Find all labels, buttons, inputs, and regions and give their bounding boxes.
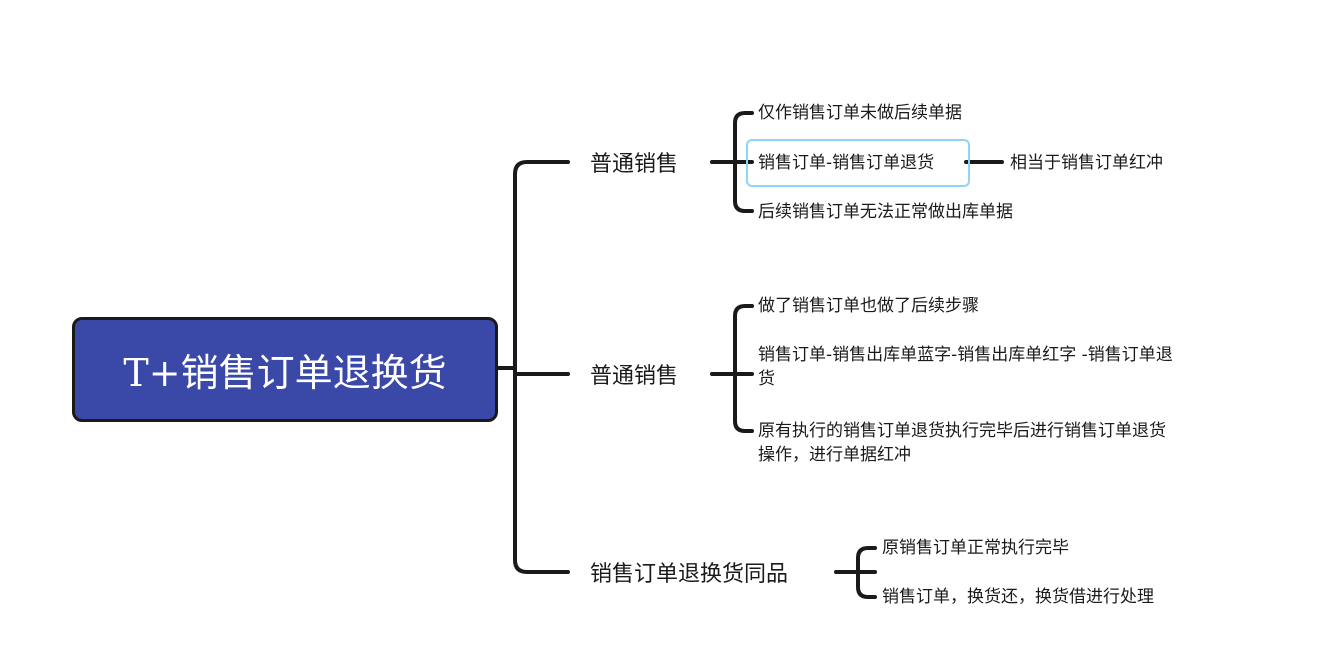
leaf-node[interactable]: 销售订单，换货还，换货借进行处理	[882, 587, 1154, 607]
root-node[interactable]: T+销售订单退换货	[72, 317, 498, 422]
leaf-node[interactable]: 仅作销售订单未做后续单据	[758, 103, 962, 123]
leaf-node[interactable]: 后续销售订单无法正常做出库单据	[758, 202, 1013, 222]
branch-node[interactable]: 普通销售	[590, 152, 679, 177]
leaf-node[interactable]: 销售订单-销售出库单蓝字-销售出库单红字 -销售订单退货	[758, 345, 1173, 389]
branch-node[interactable]: 普通销售	[590, 364, 679, 389]
leaf-node-selected[interactable]: 销售订单-销售订单退货	[758, 153, 935, 173]
root-label: T+销售订单退换货	[123, 351, 447, 395]
branch-node[interactable]: 销售订单退换货同品	[590, 562, 789, 587]
selected-node-highlight	[746, 139, 970, 187]
leaf-node[interactable]: 原销售订单正常执行完毕	[882, 538, 1069, 558]
leaf-note[interactable]: 相当于销售订单红冲	[1010, 153, 1163, 173]
leaf-node[interactable]: 原有执行的销售订单退货执行完毕后进行销售订单退货操作，进行单据红冲	[758, 421, 1166, 465]
leaf-node[interactable]: 做了销售订单也做了后续步骤	[758, 296, 979, 316]
